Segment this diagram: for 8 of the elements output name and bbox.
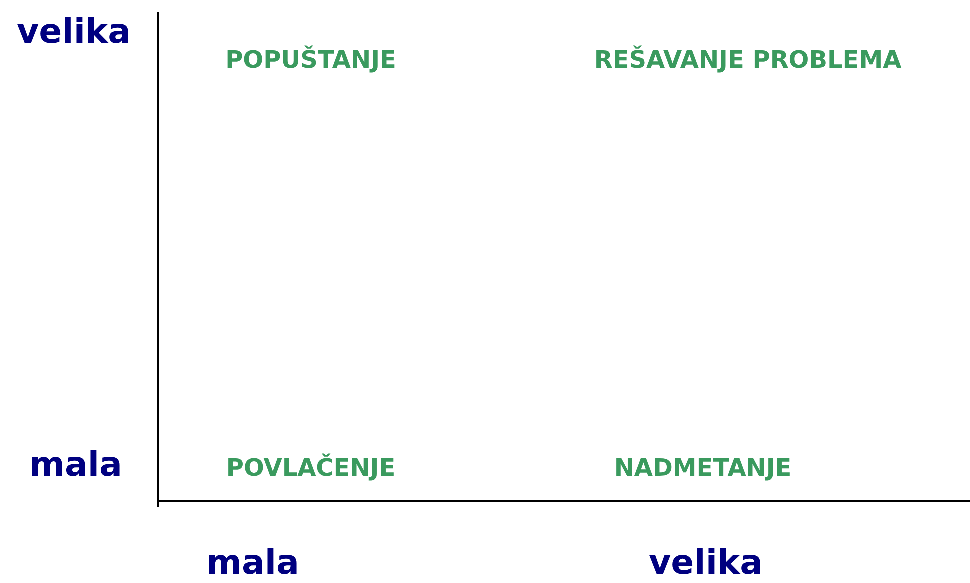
quadrant-label: REŠAVANJE PROBLEMA (594, 46, 902, 74)
quadrant-label: NADMETANJE (614, 454, 792, 482)
axis-tick-label: velika (16, 12, 132, 52)
quadrant-label: POVLAČENJE (226, 454, 396, 482)
axis-tick-label: velika (648, 543, 764, 583)
axis-tick-label: mala (206, 543, 300, 583)
quadrant-label: POPUŠTANJE (226, 46, 396, 74)
axis-tick-label: mala (30, 445, 122, 485)
